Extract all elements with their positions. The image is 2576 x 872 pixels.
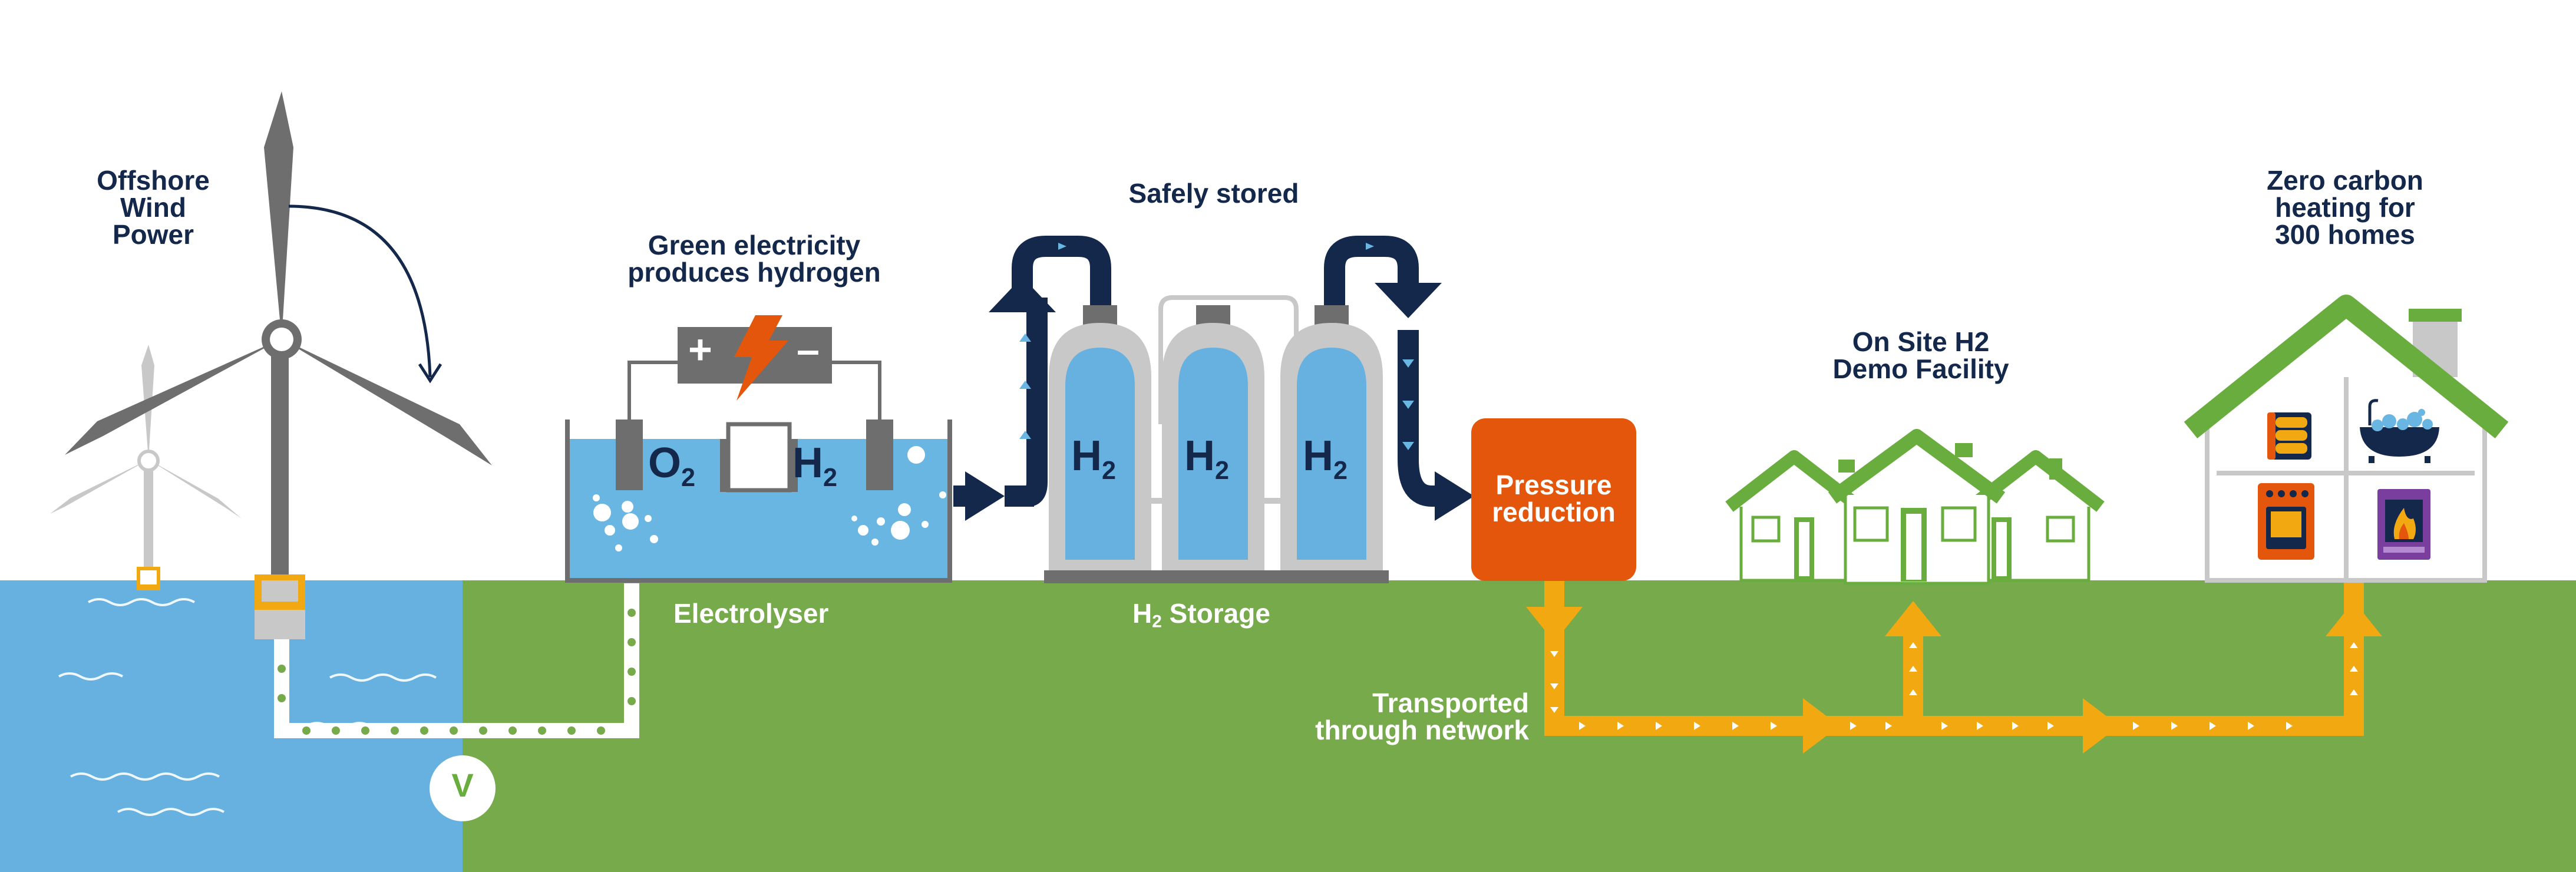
demo-label-line-1: On Site H2: [1852, 326, 1990, 357]
demo-facility-houses: [1725, 429, 2105, 585]
demo-label-line-2: Demo Facility: [1832, 354, 2009, 384]
storage-label-h: H: [1132, 598, 1152, 629]
electrolyser-tank: [565, 361, 952, 583]
power-cable: [274, 583, 639, 738]
zero-carbon-heating-label: Zero carbon heating for 300 homes: [2192, 167, 2498, 248]
hydrogen-tank-icon: [1280, 305, 1383, 570]
pressure-line-2: reduction: [1492, 497, 1616, 527]
tank-2-symbol: H: [1184, 432, 1215, 480]
tank-3-symbol: H: [1303, 432, 1333, 480]
tank-1-symbol: H: [1071, 432, 1102, 480]
hydrogen-subscript: 2: [823, 464, 838, 493]
house-icon: [1725, 450, 1863, 582]
tank-3-subscript: 2: [1333, 457, 1348, 485]
storage-label-subscript: 2: [1152, 612, 1162, 632]
green-electricity-label: Green electricity produces hydrogen: [601, 232, 907, 286]
wind-label-line-3: Power: [112, 219, 194, 250]
pressure-line-1: Pressure: [1495, 470, 1612, 500]
bathtub-icon: [2360, 399, 2439, 463]
green-label-line-2: produces hydrogen: [628, 257, 881, 288]
heating-label-line-1: Zero carbon: [2267, 165, 2423, 196]
hydrogen-label: H2: [792, 442, 837, 491]
hydrogen-tank-icon: [1049, 305, 1151, 570]
h2-storage: [1044, 295, 1389, 583]
oxygen-subscript: 2: [681, 464, 696, 493]
house-icon: [1828, 429, 2006, 585]
battery-plus: +: [688, 326, 712, 372]
wind-turbine-icon: [50, 345, 242, 590]
flow-arrow-icon: [965, 277, 1474, 521]
fireplace-icon: [2377, 489, 2430, 560]
offshore-wind-label: Offshore Wind Power: [82, 167, 224, 248]
storage-label-word: Storage: [1169, 598, 1270, 629]
green-label-line-1: Green electricity: [648, 230, 861, 260]
valve-label: V: [451, 767, 474, 804]
transported-label: Transported through network: [1267, 689, 1529, 744]
house-icon: [1967, 450, 2105, 582]
flow-direction-marks: [1550, 642, 2358, 730]
valve-icon: [430, 755, 496, 821]
transported-line-1: Transported: [1372, 688, 1529, 718]
radiator-icon: [2267, 412, 2311, 460]
flow-arrow-icon: [1526, 601, 2382, 754]
tank-2-label: H2: [1184, 435, 1229, 484]
wind-turbine-icon: [65, 91, 492, 639]
lightning-bolt-icon: [734, 315, 788, 401]
house-icon: [2184, 295, 2509, 583]
battery-minus: –: [797, 326, 820, 372]
tank-1-subscript: 2: [1102, 457, 1117, 485]
transported-line-2: through network: [1315, 715, 1529, 745]
hydrogen-tank-icon: [1162, 305, 1264, 570]
pressure-reduction-label: Pressure reduction: [1471, 471, 1636, 526]
wind-label-line-2: Wind: [120, 192, 186, 223]
demo-facility-label: On Site H2 Demo Facility: [1768, 328, 2074, 382]
oxygen-label: O2: [648, 442, 695, 491]
oven-icon: [2258, 483, 2314, 560]
tank-1-label: H2: [1071, 435, 1116, 484]
pressure-reduction-box: [1471, 418, 1636, 581]
wind-label-line-1: Offshore: [97, 165, 210, 196]
heating-label-line-3: 300 homes: [2275, 219, 2415, 250]
oxygen-symbol: O: [648, 440, 682, 487]
tank-3-label: H2: [1303, 435, 1348, 484]
hydrogen-symbol: H: [792, 440, 823, 487]
flow-direction-marks: [1019, 243, 1414, 450]
h2-storage-label: H2 Storage: [1132, 600, 1270, 630]
safely-stored-label: Safely stored: [1128, 178, 1299, 209]
electrolyser-label: Electrolyser: [673, 598, 829, 629]
tank-2-subscript: 2: [1215, 457, 1230, 485]
heating-label-line-2: heating for: [2275, 192, 2415, 223]
